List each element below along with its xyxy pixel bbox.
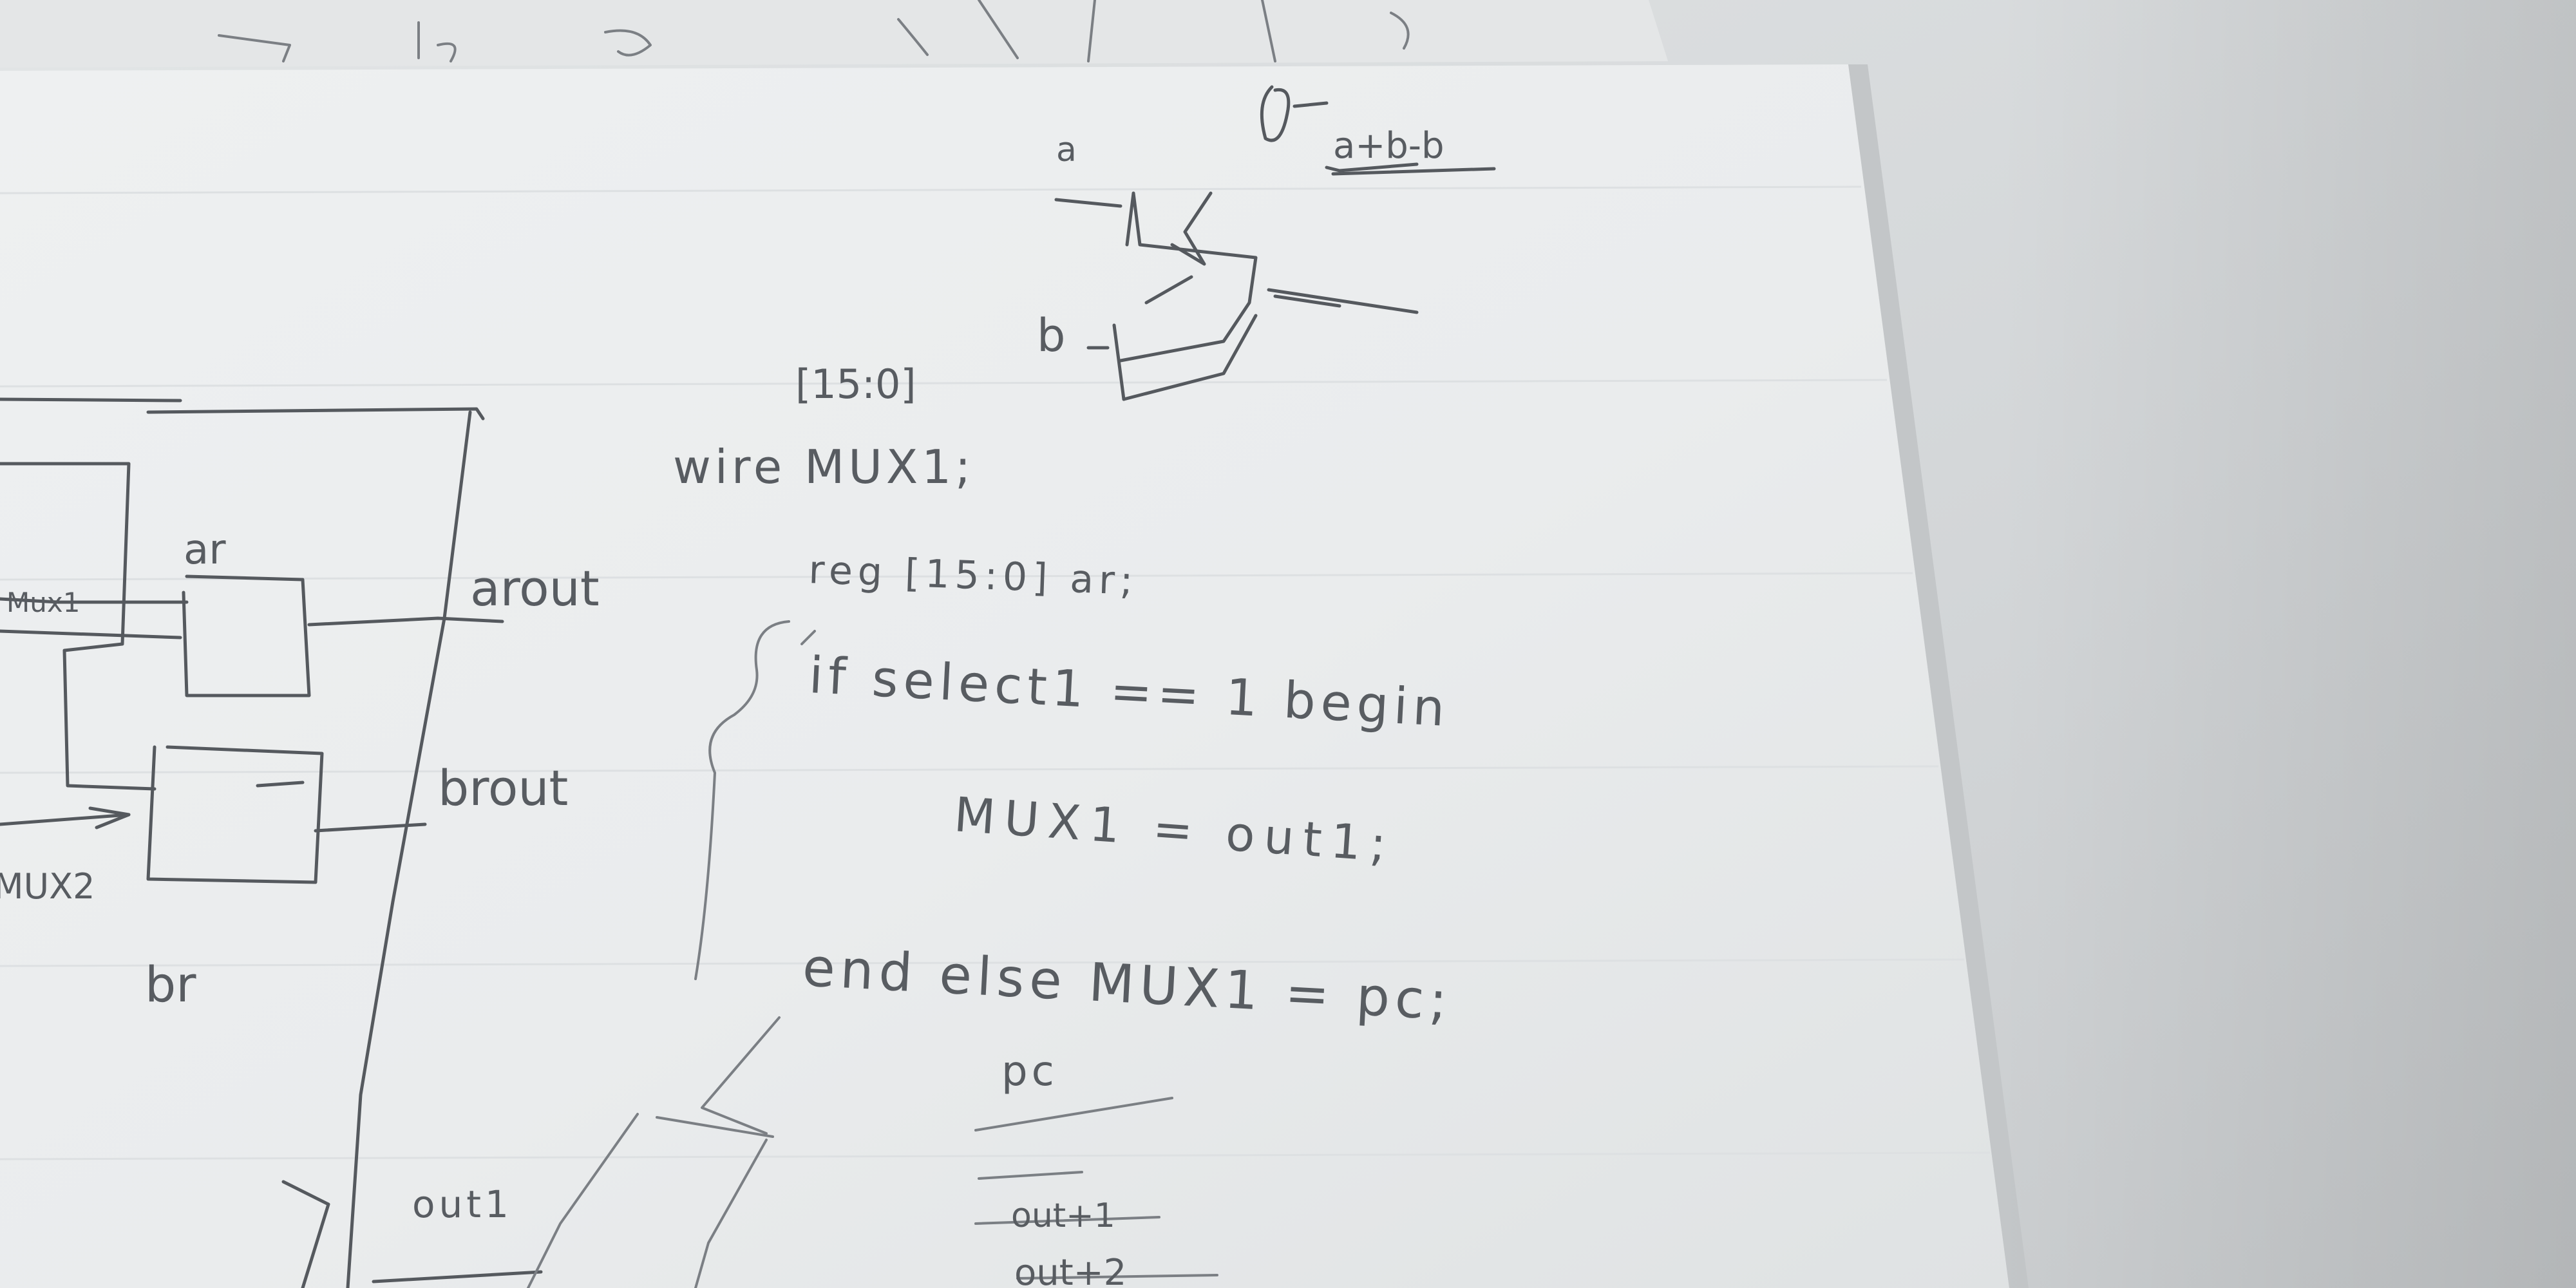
label-out-plus-1: out+1	[1011, 1197, 1115, 1235]
label-sum: a+b-b	[1333, 125, 1444, 167]
back-sheet-marks	[218, 0, 1410, 62]
label-a: a	[1056, 131, 1077, 169]
label-b: b	[1037, 309, 1065, 362]
paper-sheet	[0, 64, 2009, 1288]
paper-edge-shadow	[1848, 64, 2029, 1288]
label-ar: ar	[184, 526, 226, 574]
label-arout: arout	[470, 560, 600, 617]
label-pc: pc	[1001, 1048, 1058, 1095]
background-shadow	[1996, 0, 2576, 1288]
adder-sketch	[1054, 85, 1496, 401]
label-out1-left: out1	[412, 1182, 513, 1226]
back-sheet	[0, 0, 1668, 68]
label-range: [15:0]	[795, 361, 916, 408]
label-mux2: MUX2	[0, 866, 95, 907]
label-br: br	[145, 956, 196, 1013]
paper-rules	[0, 185, 1991, 1160]
mux-sketch	[527, 1016, 1218, 1288]
code-line-wire: wire MUX1;	[673, 440, 974, 494]
code-brace	[694, 620, 816, 980]
label-mux1: Mux1	[6, 587, 80, 618]
label-out-plus-2: out+2	[1014, 1252, 1126, 1288]
register-diagram	[0, 397, 543, 1288]
label-brout: brout	[438, 759, 568, 817]
